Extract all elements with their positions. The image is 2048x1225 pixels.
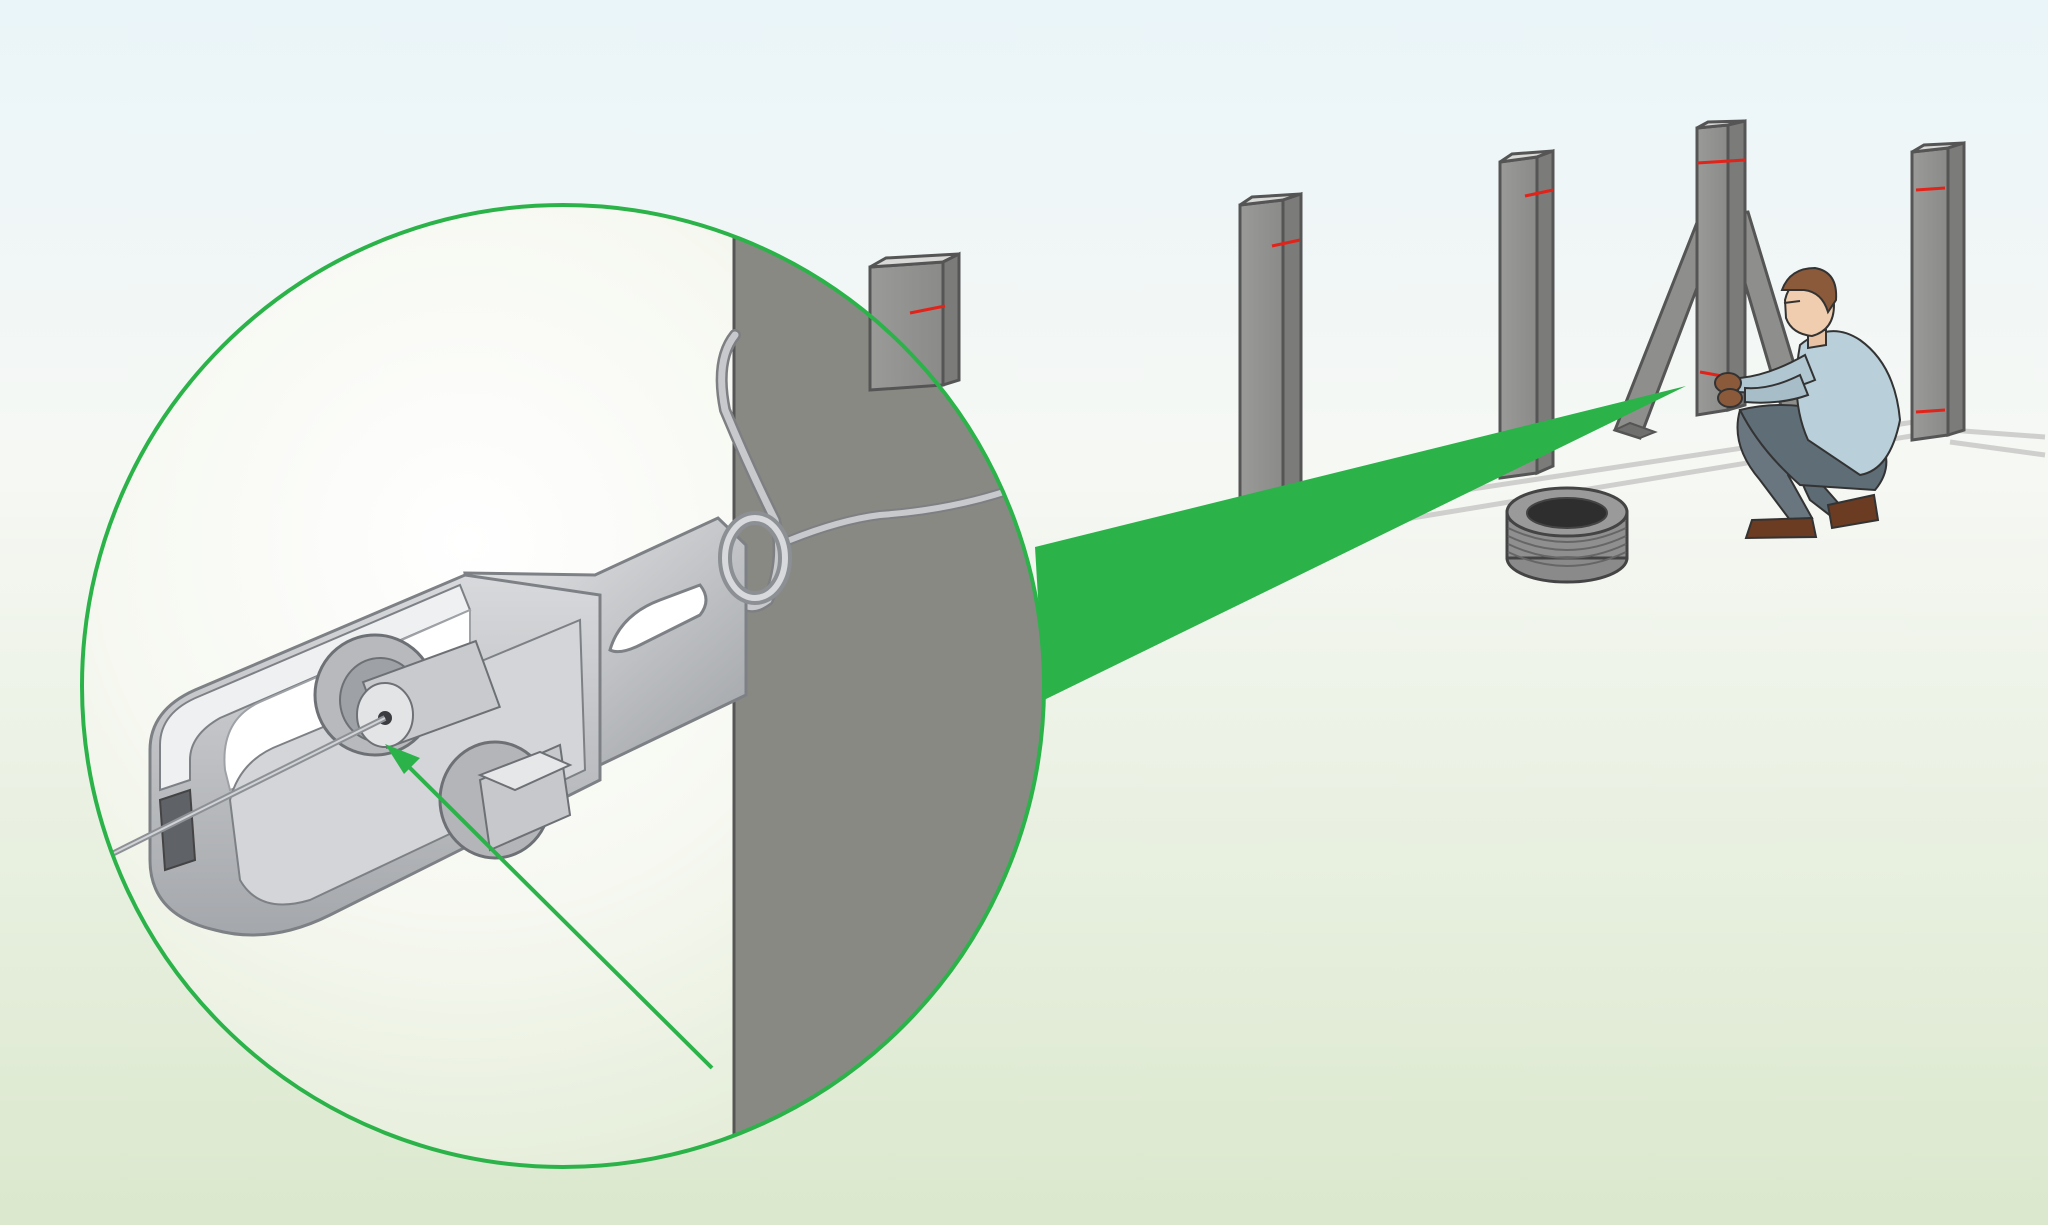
magnifier-callout-icon bbox=[80, 203, 1046, 1169]
post-1 bbox=[868, 251, 961, 392]
wire-coil-icon bbox=[1505, 486, 1629, 584]
zoom-beam bbox=[1035, 386, 1686, 700]
post-2 bbox=[1238, 191, 1303, 502]
post-3 bbox=[1498, 148, 1555, 480]
post-5 bbox=[1910, 140, 1966, 442]
worker-figure bbox=[1714, 266, 1902, 540]
pointer-arrow bbox=[385, 744, 714, 1070]
